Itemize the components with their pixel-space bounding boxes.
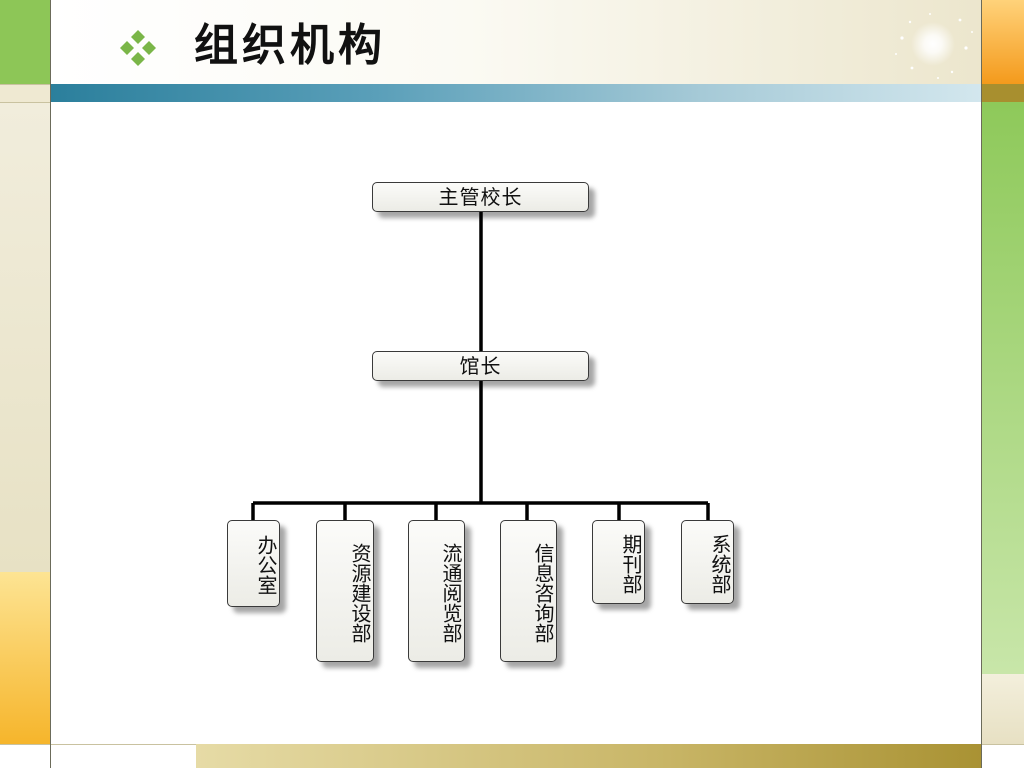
- org-node-principal: 主管校长: [372, 182, 589, 212]
- org-node-systems: 系统部: [681, 520, 734, 604]
- org-node-resource-building: 资源建设部: [316, 520, 374, 662]
- org-node-office: 办公室: [227, 520, 280, 607]
- frame-right-top-block: [982, 0, 1024, 84]
- page-title: 组织机构: [194, 20, 386, 71]
- org-node-information-consulting: 信息咨询部: [500, 520, 557, 662]
- frame-left-top-block: [0, 0, 50, 84]
- org-node-periodicals: 期刊部: [592, 520, 645, 604]
- title-bar: [50, 0, 982, 84]
- frame-left-bottom-block: [0, 572, 50, 744]
- frame-left-strip: [0, 84, 50, 103]
- header-gradient-strip: [50, 84, 982, 102]
- footer-right-block: [982, 744, 1024, 769]
- diamond-cluster-icon: [120, 30, 156, 66]
- frame-left-middle-block: [0, 102, 50, 573]
- footer-left-block: [0, 744, 196, 769]
- org-node-circulation-reading: 流通阅览部: [408, 520, 465, 662]
- org-node-director: 馆长: [372, 351, 589, 381]
- frame-right-strip: [982, 84, 1024, 102]
- frame-right-divider: [981, 0, 982, 768]
- frame-left-divider: [50, 0, 51, 768]
- frame-right-middle-block: [982, 102, 1024, 674]
- footer-gradient-bar: [196, 744, 982, 768]
- frame-right-bottom-block: [982, 674, 1024, 744]
- sparkle-icon: [895, 13, 973, 79]
